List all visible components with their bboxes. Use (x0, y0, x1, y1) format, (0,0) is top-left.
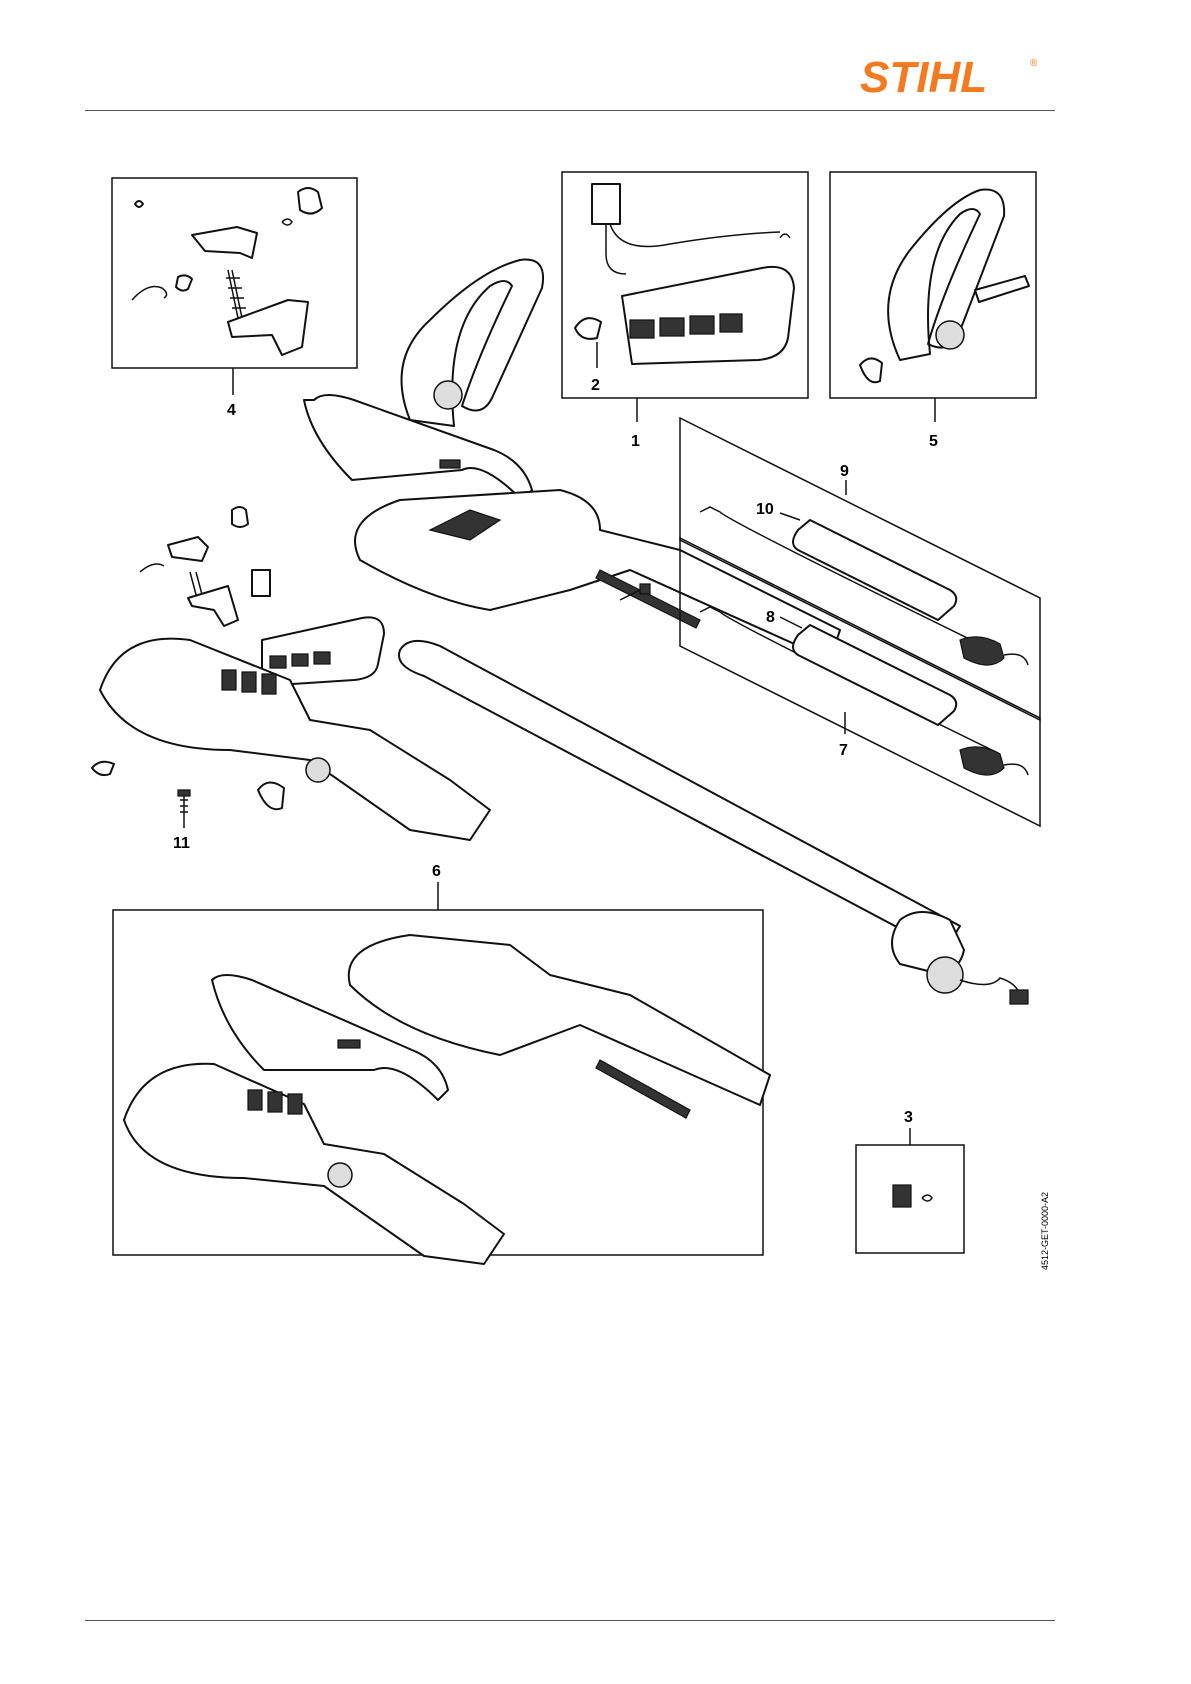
callout-7: 7 (839, 742, 848, 759)
callout-10: 10 (756, 501, 774, 518)
switch-part (893, 1185, 932, 1207)
front-handle-parts (860, 190, 1029, 383)
callout-11: 11 (173, 835, 190, 852)
main-trigger-parts (140, 507, 248, 626)
callout-5: 5 (929, 433, 938, 450)
main-front-handle (402, 260, 544, 426)
main-small-latch (92, 762, 114, 775)
callout-3: 3 (904, 1109, 913, 1126)
screw-11 (178, 790, 190, 818)
drawing-code: 4512-GET-0000-A2 (1040, 1192, 1050, 1270)
callout-9: 9 (840, 463, 849, 480)
housing-set-parts (124, 935, 770, 1264)
callout-6: 6 (432, 863, 441, 880)
main-electronics-module (252, 570, 384, 686)
callout-2: 2 (591, 377, 600, 394)
callout-8: 8 (766, 609, 775, 626)
callout-4: 4 (227, 402, 236, 419)
trigger-mechanism-parts (132, 188, 322, 355)
callout-1: 1 (631, 433, 640, 450)
electronics-module-parts (575, 184, 794, 364)
main-knob (258, 782, 284, 809)
